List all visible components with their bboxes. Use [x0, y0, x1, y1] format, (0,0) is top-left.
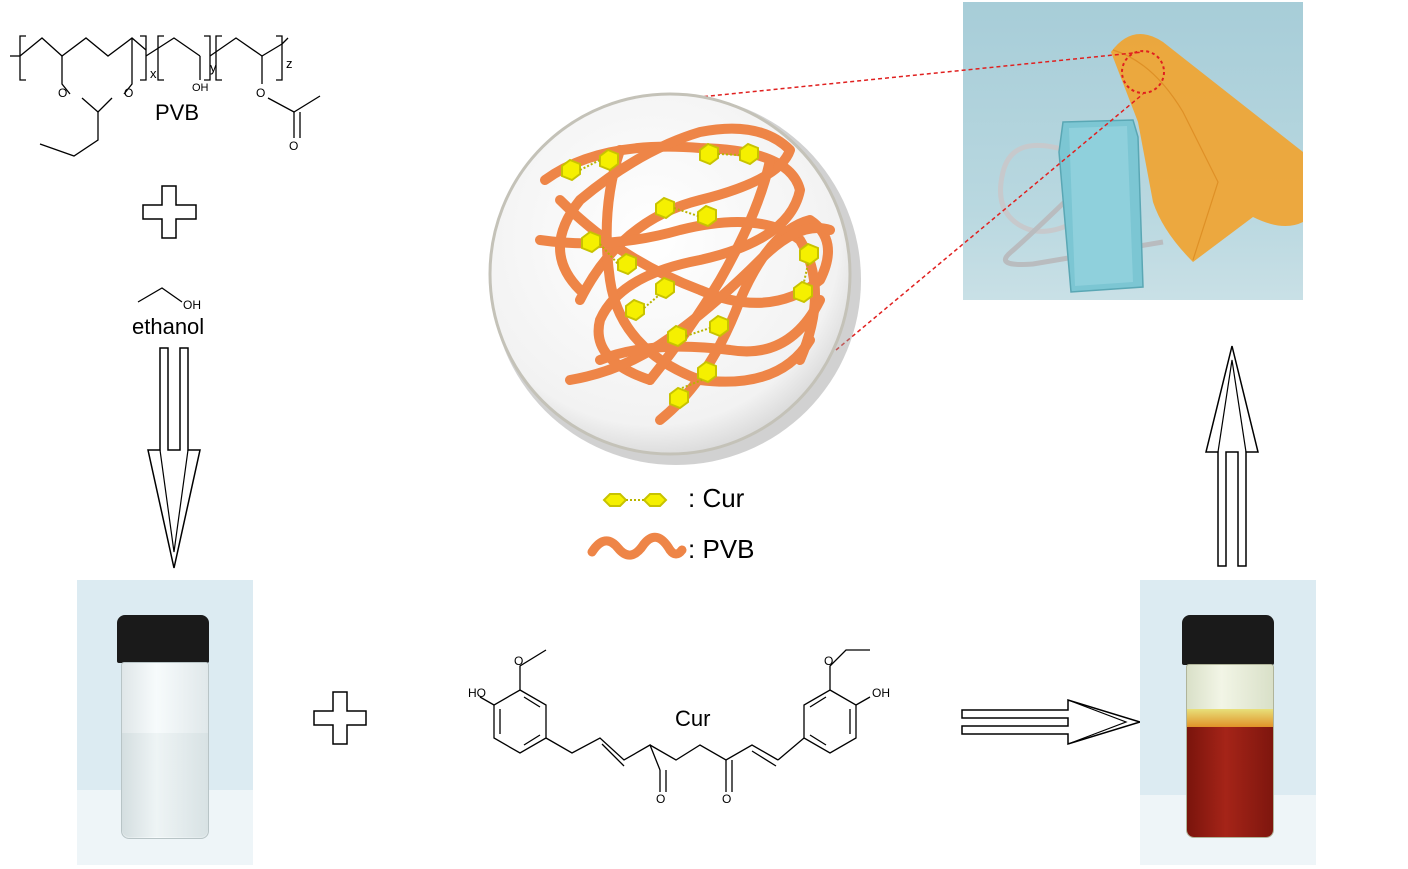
pvb-o4: O [289, 139, 299, 153]
cur-ome-left: O [514, 654, 524, 668]
cur-label: Cur [675, 706, 711, 731]
vial-red-photo [1140, 580, 1316, 865]
pvb-chains [535, 123, 835, 425]
vial-clear-photo [77, 580, 253, 865]
clip-and-film [998, 34, 1303, 293]
pvb-o3: O [256, 86, 266, 100]
pvb-subscript-z: z [286, 56, 293, 71]
legend-cur-label: : Cur [688, 483, 745, 513]
legend-pvb-icon [587, 532, 687, 560]
curcumin-solution [1187, 727, 1273, 837]
clear-solution [122, 733, 208, 837]
cur-ho: HO [468, 686, 486, 700]
cur-ome-right: O [824, 654, 834, 668]
meniscus [1187, 709, 1273, 729]
vial-cap [1182, 615, 1274, 665]
pvb-o2: O [124, 86, 134, 100]
cur-keto-2: O [722, 792, 732, 806]
cur-oh: OH [872, 686, 890, 700]
film-photo [963, 2, 1303, 300]
pvb-subscript-x: x [150, 66, 157, 81]
cur-molecules [561, 142, 819, 410]
pvb-subscript-y: y [210, 60, 217, 75]
vial-body [121, 662, 209, 839]
ethanol-label: ethanol [132, 314, 205, 339]
ethanol-oh: OH [183, 298, 201, 312]
pvb-o1: O [58, 86, 68, 100]
vial-body [1186, 664, 1274, 838]
pvb-label: PVB [155, 100, 200, 125]
pvb-oh: OH [192, 82, 209, 94]
vial-cap [117, 615, 209, 663]
cur-keto-1: O [656, 792, 666, 806]
legend-pvb-label: : PVB [688, 534, 755, 564]
